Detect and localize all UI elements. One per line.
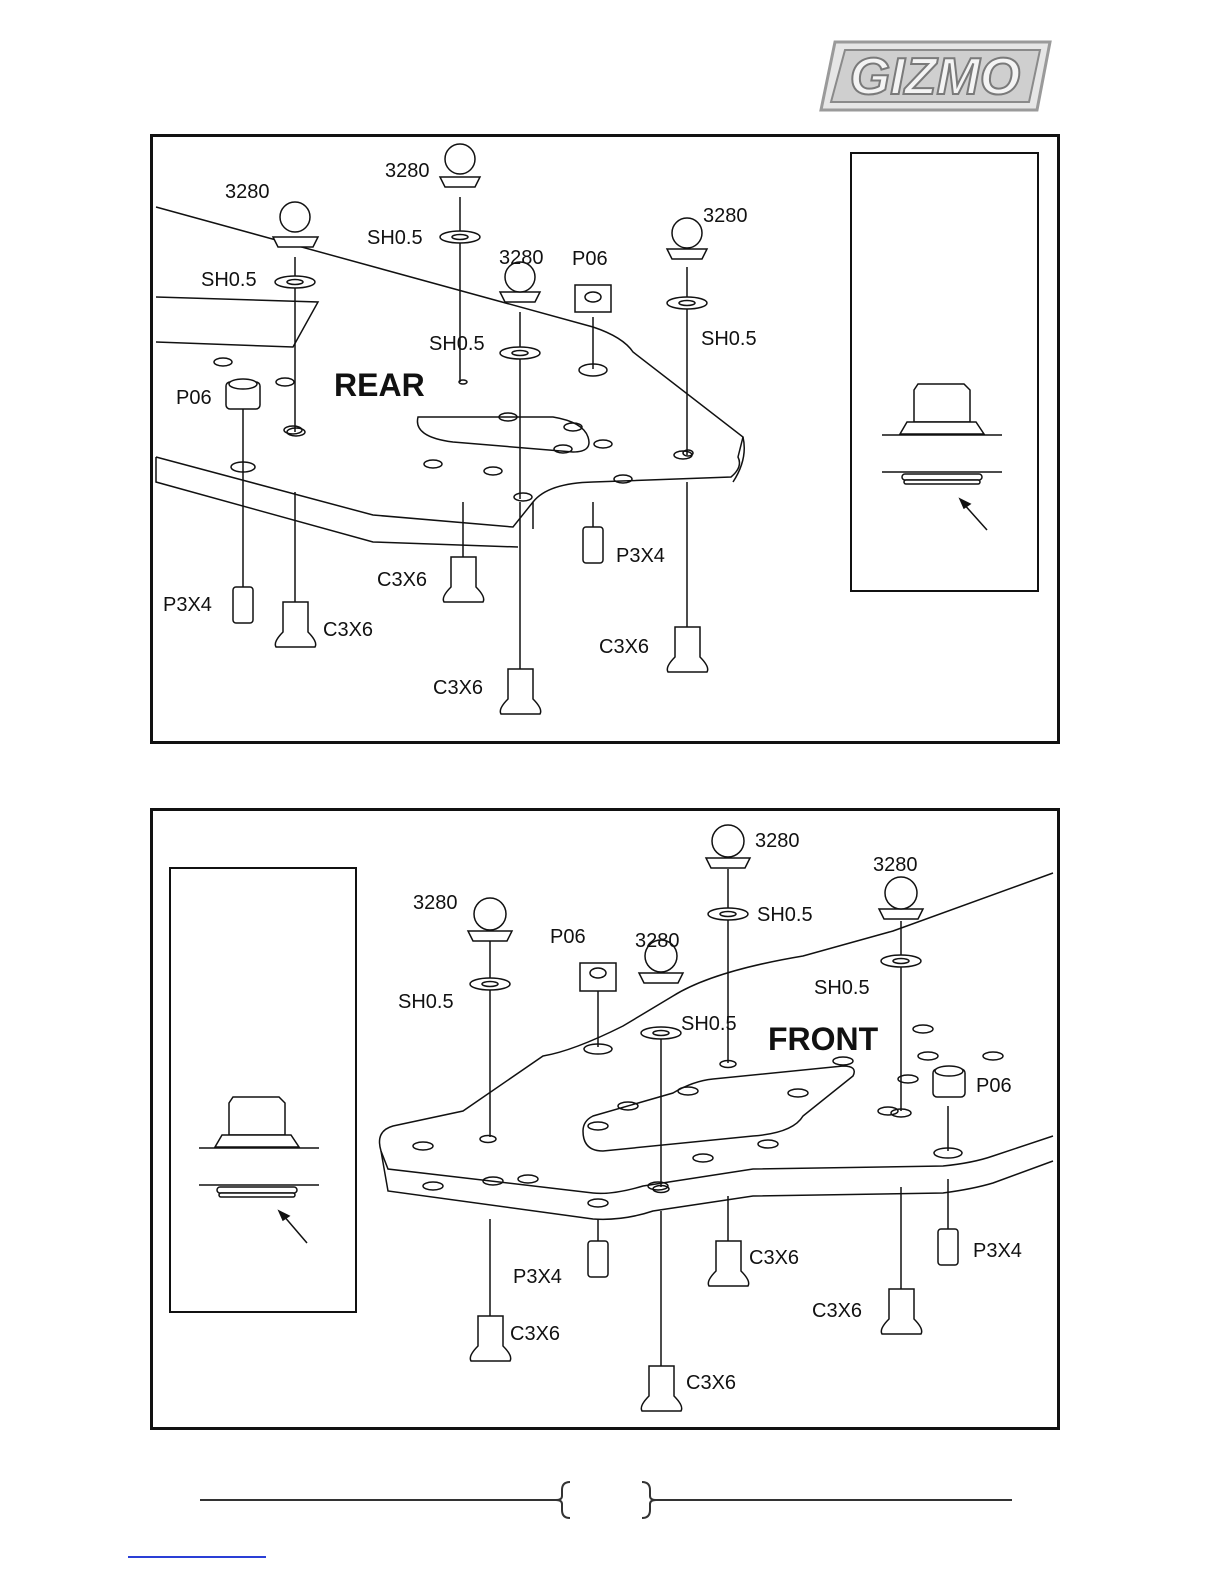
front-shim-label: SH0.5 — [398, 992, 454, 1012]
front-shim-label: SH0.5 — [681, 1014, 737, 1034]
front-ball-stud-label: 3280 — [755, 831, 800, 851]
front-ball-stud-label: 3280 — [413, 893, 458, 913]
front-screw-label: C3X6 — [510, 1324, 560, 1344]
rear-ball-stud-label: 3280 — [499, 248, 544, 268]
rear-pin-label: P3X4 — [163, 595, 212, 615]
rear-detail-drawing — [852, 154, 1037, 590]
rear-screw-label: C3X6 — [323, 620, 373, 640]
rear-pivot-label: P06 — [176, 388, 212, 408]
rear-shim-label: SH0.5 — [429, 334, 485, 354]
rear-ball-stud-label: 3280 — [225, 182, 270, 202]
footer-underline — [128, 1556, 266, 1558]
front-detail-drawing — [171, 869, 355, 1311]
front-assembly-panel: 3280 3280 3280 3280 SH0.5 SH0.5 SH0.5 SH… — [150, 808, 1060, 1430]
front-ball-stud-label: 3280 — [873, 855, 918, 875]
rear-pin-label: P3X4 — [616, 546, 665, 566]
rear-shim-label: SH0.5 — [367, 228, 423, 248]
rear-screw-label: C3X6 — [377, 570, 427, 590]
rear-shim-label: SH0.5 — [201, 270, 257, 290]
rear-title: REAR — [334, 369, 425, 401]
front-screw-label: C3X6 — [686, 1373, 736, 1393]
front-pin-label: P3X4 — [973, 1241, 1022, 1261]
front-screw-label: C3X6 — [812, 1301, 862, 1321]
front-screw-label: C3X6 — [749, 1248, 799, 1268]
rear-nut-label: P06 — [572, 249, 608, 269]
rear-ball-stud-label: 3280 — [385, 161, 430, 181]
footer-rule — [200, 1478, 1012, 1522]
front-ball-stud-label: 3280 — [635, 931, 680, 951]
front-nut-label: P06 — [550, 927, 586, 947]
rear-detail-inset — [850, 152, 1039, 592]
svg-text:GIZMO: GIZMO — [850, 48, 1020, 106]
rear-screw-label: C3X6 — [433, 678, 483, 698]
rear-ball-stud-label: 3280 — [703, 206, 748, 226]
rear-screw-label: C3X6 — [599, 637, 649, 657]
rear-shim-label: SH0.5 — [701, 329, 757, 349]
front-pin-label: P3X4 — [513, 1267, 562, 1287]
front-detail-inset — [169, 867, 357, 1313]
front-title: FRONT — [768, 1023, 878, 1055]
front-shim-label: SH0.5 — [814, 978, 870, 998]
front-shim-label: SH0.5 — [757, 905, 813, 925]
front-pivot-label: P06 — [976, 1076, 1012, 1096]
rear-assembly-panel: 3280 3280 3280 3280 SH0.5 SH0.5 SH0.5 SH… — [150, 134, 1060, 744]
page-footer — [200, 1478, 1012, 1522]
gizmo-logo: GIZMO — [815, 22, 1060, 122]
